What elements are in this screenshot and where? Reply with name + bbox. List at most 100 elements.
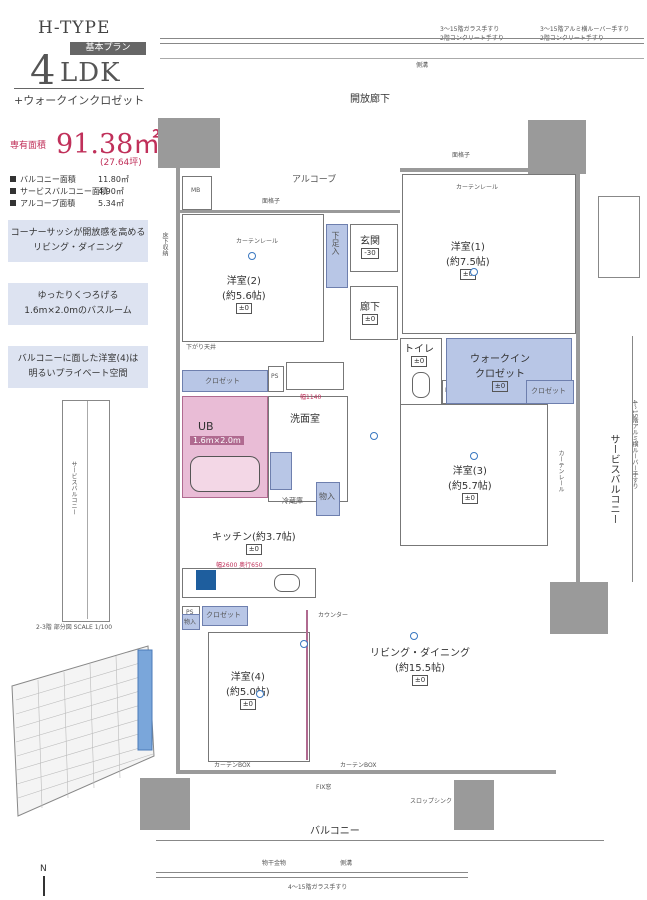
top-note: 3～15階ガラス手すり <box>440 26 500 33</box>
stove-icon <box>196 570 216 590</box>
type-label: H-TYPE <box>38 18 111 38</box>
light-icon <box>248 252 256 260</box>
width-note: 幅1140 <box>300 394 322 401</box>
pipe-space: PS <box>268 366 284 392</box>
hanger-note: 下がり天井 <box>186 344 217 351</box>
room1-label: 洋室(1)(約7.5帖)±0 <box>446 242 490 280</box>
curtain-rail-label: カーテンレール <box>456 184 499 191</box>
washroom-label: 洗面室 <box>290 414 320 425</box>
ldk-letters: LDK <box>60 58 121 88</box>
linen-shelf <box>270 452 292 490</box>
column <box>140 778 190 830</box>
closet: クロゼット <box>526 380 574 404</box>
room3-label: 洋室(3)(約5.7帖)±0 <box>448 466 492 504</box>
toilet-label: トイレ±0 <box>404 344 434 367</box>
lattice-label: 面格子 <box>452 152 471 159</box>
meter-box: MB <box>182 176 212 210</box>
closet: クロゼット <box>182 370 268 392</box>
column <box>454 780 494 830</box>
partition-line <box>306 610 308 760</box>
outer-wall <box>176 166 180 774</box>
storage: 物入 <box>316 482 340 516</box>
north-arrow-icon <box>43 876 45 896</box>
building-key-map <box>11 645 155 817</box>
room4-label: 洋室(4)(約5.0帖)±0 <box>226 672 270 710</box>
light-icon <box>470 452 478 460</box>
room-western-1 <box>402 174 576 334</box>
outer-wall <box>576 170 580 584</box>
column <box>528 120 586 174</box>
service-balcony-label: サービスバルコニー <box>608 434 619 524</box>
fridge-label: 冷蔵庫 <box>282 497 303 505</box>
alcove-label: アルコーブ <box>292 175 337 185</box>
kitchen-dims: 幅2600 奥行650 <box>216 562 263 569</box>
hall-label: 廊下±0 <box>360 302 380 325</box>
ub-label: UB <box>198 420 214 433</box>
plan-badge: 基本プラン <box>70 42 146 55</box>
ub-size: 1.6m×2.0m <box>190 436 244 445</box>
closet: クロゼット <box>202 606 248 626</box>
sink-icon <box>274 574 300 592</box>
curtain-rail-label: カーテンレール <box>236 238 279 245</box>
curtain-box-label: カーテンBOX <box>214 762 251 769</box>
outer-wall <box>180 210 400 213</box>
corridor-rail <box>160 38 644 44</box>
light-icon <box>256 690 264 698</box>
slope-sink-label: スロップシンク <box>410 798 453 805</box>
light-icon <box>300 640 308 648</box>
bathtub <box>190 456 260 492</box>
counter-label: カウンター <box>318 612 349 619</box>
header-rule <box>14 88 144 89</box>
fix-window-label: FIX窓 <box>316 784 332 791</box>
room2-label: 洋室(2)(約5.6帖)±0 <box>222 276 266 314</box>
toilet-icon <box>412 372 430 398</box>
service-rail-label: 4～15階アルミ横ルーバー手すり <box>631 400 638 490</box>
balcony-rail <box>156 872 468 878</box>
toilet <box>400 338 442 410</box>
storage: 物入 <box>182 614 200 630</box>
open-corridor-label: 開放廊下 <box>350 94 390 105</box>
area-label: 専有面積 <box>10 141 47 151</box>
shoe-storage: 下足入 <box>326 224 348 288</box>
light-icon <box>370 432 378 440</box>
callout-box: バルコニーに面した洋室(4)は明るいプライベート空間 <box>8 346 148 388</box>
room-western-3 <box>400 404 548 546</box>
balcony <box>156 790 604 841</box>
scale-note: 2-3階 部分図 SCALE 1/100 <box>36 624 113 631</box>
side-service-balcony: サービスバルコニー <box>70 461 77 515</box>
entrance-label: 玄関-30 <box>360 236 380 259</box>
lattice-label: 面格子 <box>262 198 281 205</box>
balcony-label: バルコニー <box>310 826 360 837</box>
ldk-number: 4 <box>30 48 56 94</box>
curtain-rail-label: カーテンレール <box>557 450 564 492</box>
gutter-label: 側溝 <box>340 860 353 867</box>
outer-wall <box>400 168 580 172</box>
light-icon <box>470 268 478 276</box>
north-label: N <box>40 864 47 874</box>
side-partial-plan: サービスバルコニー <box>62 400 110 622</box>
top-note: 3～15階アルミ横ルーバー手すり <box>540 26 630 33</box>
hallway <box>350 286 398 340</box>
light-icon <box>410 632 418 640</box>
column <box>550 582 608 634</box>
outer-wall <box>176 770 556 774</box>
room-western-2 <box>182 214 324 342</box>
vanity <box>286 362 344 390</box>
area-value: 91.38㎡ <box>56 129 161 160</box>
callout-box: コーナーサッシが開放感を高めるリビング・ダイニング <box>8 220 148 262</box>
ld-label: リビング・ダイニング(約15.5帖)±0 <box>370 648 470 686</box>
column <box>158 118 220 168</box>
balcony-rail-label: 4～15階ガラス手すり <box>288 884 348 891</box>
walkin-label: ウォークインクロゼット±0 <box>470 354 530 392</box>
walkin-subtitle: +ウォークインクロゼット <box>14 94 145 107</box>
kitchen-label: キッチン(約3.7帖)±0 <box>212 532 296 555</box>
floor-storage-label: 床下収納 <box>161 232 168 256</box>
gutter-label: 側溝 <box>416 62 429 69</box>
gutter-line <box>160 58 644 59</box>
drying-label: 物干金物 <box>262 860 287 867</box>
service-balcony <box>584 336 633 582</box>
